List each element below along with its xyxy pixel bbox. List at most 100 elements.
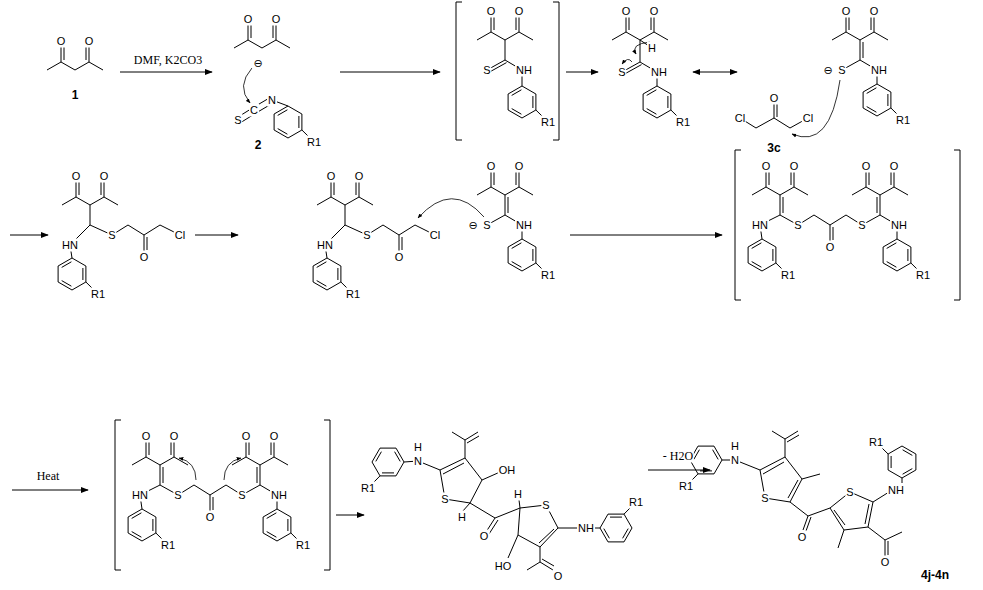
electron-arrow [622,59,632,64]
molecule-structure [690,446,722,480]
atom-label: S [482,219,491,232]
atom-label: R1 [360,482,376,495]
charge-symbol: ⊖ [467,219,478,232]
electron-arrow [418,199,484,218]
molecule-structure [612,16,668,40]
charge-symbol: ⊖ [822,64,833,77]
atom-label: NH [890,219,908,232]
atom-label: O [797,531,808,544]
atom-label: R1 [295,539,311,552]
electron-arrow [179,458,196,480]
atom-label: R1 [675,116,691,129]
electron-arrow [243,68,252,103]
atom-label: S [857,219,866,232]
molecule-structure [882,446,916,478]
atom-label: O [205,511,216,524]
molecule-structure [863,84,897,116]
atom-label: O [71,170,82,183]
atom-label: R1 [540,269,556,282]
molecule-structure [883,239,917,271]
atom-label: S [837,64,846,77]
molecule-structure [877,195,897,239]
molecule-structure [232,441,288,465]
atom-label: R1 [90,288,106,301]
atom-label: O [880,556,891,569]
atom-label: S [107,229,116,242]
atom-label: HO [494,560,513,573]
atom-label: O [169,430,180,443]
atom-label: R1 [306,136,322,149]
compound-number: 3c [766,142,781,155]
reaction-arrow [340,72,440,73]
reaction-arrow [12,490,88,491]
atom-label: NH [515,64,533,77]
molecule-structure [643,86,677,118]
atom-label: O [889,160,900,173]
atom-label: O [84,35,95,48]
atom-label: O [99,170,110,183]
molecule-structure [372,448,404,482]
compound-number: 4j-4n [920,569,950,582]
atom-label: O [769,92,780,105]
molecule-structure [722,431,902,556]
atom-label: O [271,13,282,26]
atom-label: O [486,160,497,173]
reaction-arrow [120,72,212,73]
atom-label: O [761,160,772,173]
molecule-structure [274,106,308,138]
reagent-label: - H2O [662,450,694,463]
atom-label: Cl [734,112,746,125]
atom-label: NH [577,522,595,535]
electron-arrow [224,458,241,480]
atom-label: H [513,488,523,501]
atom-label: N [413,455,423,468]
atom-label: O [241,430,252,443]
atom-label: O [861,160,872,173]
atom-label: O [354,170,365,183]
atom-label: R1 [678,480,694,493]
molecule-structure [47,46,103,70]
atom-label: R1 [915,269,931,282]
charge-symbol: ⊖ [252,57,263,70]
reaction-arrow [10,235,48,236]
molecule-structure [317,181,373,205]
atom-label: O [479,530,490,543]
atom-label: S [617,66,626,79]
atom-label: Cl [174,229,186,242]
atom-label: O [326,170,337,183]
compound-number: 2 [254,139,263,152]
atom-label: O [514,5,525,18]
atom-label: NH [270,489,288,502]
atom-label: O [139,251,150,264]
molecule-structure [132,441,188,465]
atom-label: R1 [540,116,556,129]
atom-label: HN [751,219,769,232]
atom-label: R1 [160,539,176,552]
atom-label: Cl [429,229,441,242]
atom-label: O [486,5,497,18]
atom-label: N [267,94,277,107]
atom-label: R1 [895,114,911,127]
molecule-structure [257,465,277,509]
atom-label: O [621,5,632,18]
molecule-structure [760,195,880,241]
electron-arrow [179,42,840,480]
atom-label: O [514,160,525,173]
molecule-structure [128,509,162,541]
molecule-structure [852,171,908,195]
atom-label: R1 [628,496,644,509]
atom-label: S [541,499,550,512]
atom-label: S [760,492,769,505]
atom-label: HN [131,489,149,502]
molecule-structure [70,205,180,258]
atom-label: H [413,441,423,454]
atom-label: OH [498,464,517,477]
atom-label: S [362,229,371,242]
atom-label: O [825,241,836,254]
atom-label: HN [61,239,79,252]
reaction-arrow [693,72,737,73]
molecule-structure [600,508,632,542]
atom-label: O [269,430,280,443]
